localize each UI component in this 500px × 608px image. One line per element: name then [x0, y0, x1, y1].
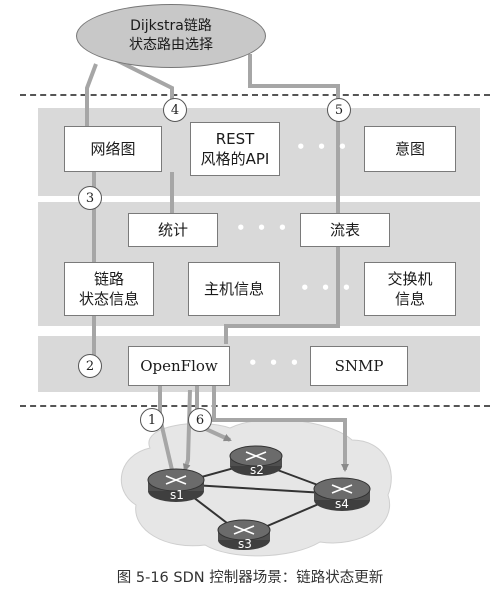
- switch-s4: s4: [313, 477, 371, 511]
- switch-info-box: 交换机 信息: [364, 262, 456, 316]
- comm-layer-ellipsis: • • •: [248, 354, 303, 372]
- switch-s4-label: s4: [335, 497, 349, 511]
- switch-s3-label: s3: [238, 537, 252, 551]
- snmp-box: SNMP: [310, 346, 408, 386]
- arrow-algorithm-to-flow-table: [248, 54, 340, 217]
- step-marker-4: 4: [163, 98, 187, 122]
- bottom-dashed-separator: [20, 405, 490, 407]
- state-layer-ellipsis-bottom: • • •: [300, 279, 355, 297]
- intent-box: 意图: [364, 126, 456, 172]
- step-marker-2: 2: [78, 354, 102, 378]
- statistics-box: 统计: [128, 213, 218, 247]
- step-marker-1: 1: [140, 408, 164, 432]
- switch-s2: s2: [229, 445, 283, 477]
- state-layer-ellipsis-top: • • •: [236, 219, 291, 237]
- switch-s2-label: s2: [250, 463, 264, 477]
- switch-s3: s3: [217, 519, 271, 551]
- openflow-box: OpenFlow: [128, 346, 230, 386]
- arrow-network-graph-to-algorithm: [85, 63, 98, 130]
- step-marker-5: 5: [327, 98, 351, 122]
- dijkstra-routing-ellipse: Dijkstra链路 状态路由选择: [76, 4, 266, 68]
- link-state-info-box: 链路 状态信息: [64, 262, 154, 316]
- app-layer-ellipsis: • • •: [296, 138, 351, 156]
- switch-s1-label: s1: [170, 488, 184, 502]
- step-marker-3: 3: [78, 186, 102, 210]
- figure-caption: 图 5-16 SDN 控制器场景：链路状态更新: [116, 570, 384, 586]
- flow-table-box: 流表: [300, 213, 390, 247]
- arrow-flow-table-to-openflow: [224, 246, 340, 344]
- switch-s1: s1: [147, 468, 205, 502]
- rest-api-box: REST 风格的API: [190, 122, 280, 176]
- host-info-box: 主机信息: [188, 262, 280, 316]
- top-dashed-separator: [20, 94, 490, 96]
- step-marker-6: 6: [188, 408, 212, 432]
- network-graph-box: 网络图: [64, 126, 162, 172]
- arrow-openflow-to-s4: [212, 386, 349, 472]
